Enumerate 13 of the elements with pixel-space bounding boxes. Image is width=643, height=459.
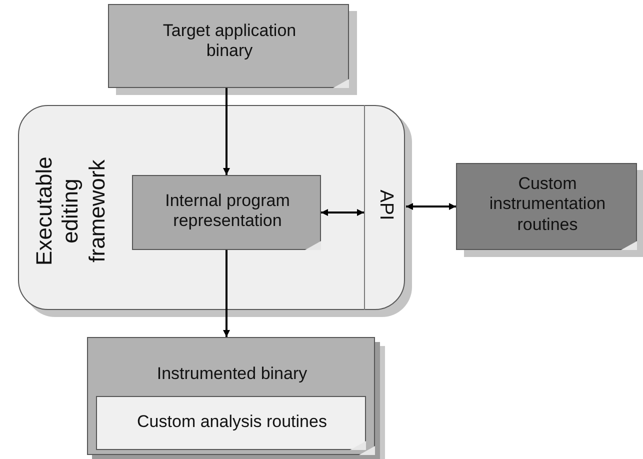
node-label: Custom analysis routines bbox=[136, 412, 328, 432]
arrow bbox=[223, 88, 230, 175]
arrow bbox=[321, 209, 364, 216]
document-box bbox=[132, 175, 321, 250]
node-label: Instrumented binary bbox=[156, 364, 308, 384]
node-label: Custom instrumentation routines bbox=[488, 174, 607, 236]
arrow bbox=[223, 250, 230, 337]
node-label: Target application binary bbox=[162, 21, 298, 62]
node-label: Executable editing framework bbox=[31, 156, 110, 268]
node-label: API bbox=[374, 188, 396, 222]
arrow bbox=[406, 203, 456, 210]
document-box bbox=[96, 396, 366, 450]
node-label: Internal program representation bbox=[164, 191, 291, 232]
